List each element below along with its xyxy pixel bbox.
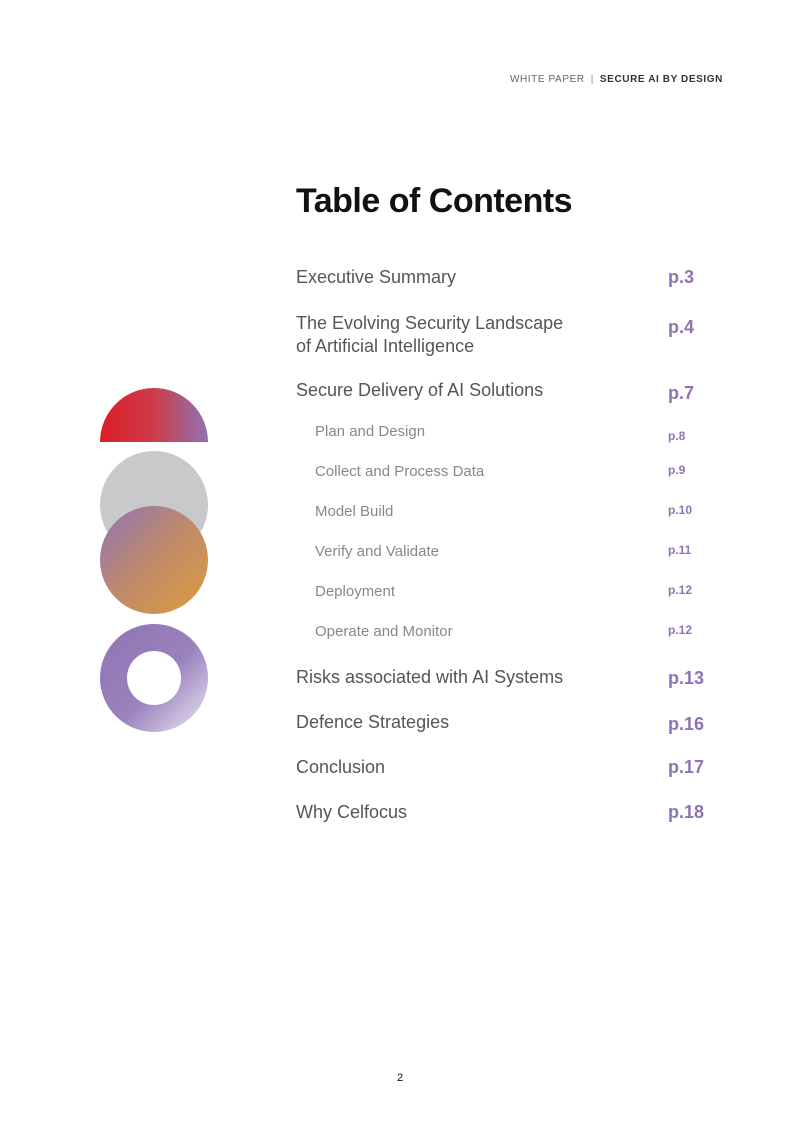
toc-item-label: Why Celfocus (296, 802, 408, 822)
toc-subitem-label: Plan and Design (315, 423, 426, 440)
toc-subitem-label: Verify and Validate (315, 543, 439, 560)
toc-item-page: p.17 (668, 757, 705, 777)
toc-subitem-page: p.10 (668, 503, 693, 517)
toc-item-page: p.13 (668, 668, 705, 688)
toc-item-label: Defence Strategies (296, 712, 450, 732)
toc-item-label: Secure Delivery of AI Solutions (296, 380, 544, 400)
page-title: Table of Contents (296, 182, 573, 220)
toc-subitem-label: Model Build (315, 503, 394, 520)
toc-subitem-page: p.9 (668, 463, 686, 477)
running-header: WHITE PAPER | SECURE AI BY DESIGN (510, 74, 723, 85)
purple-ring-shape (100, 624, 208, 732)
toc-subitem-page: p.12 (668, 623, 693, 637)
toc-subitem-page: p.8 (668, 429, 686, 443)
page-number: 2 (396, 1072, 404, 1084)
toc-item-page: p.18 (668, 802, 705, 822)
toc-item-page: p.3 (668, 267, 695, 287)
toc-item-label-line2: of Artificial Intelligence (296, 336, 475, 356)
header-separator: | (590, 74, 594, 85)
toc-item-label: Conclusion (296, 757, 386, 777)
toc-subitem-page: p.12 (668, 583, 693, 597)
header-doc-title: SECURE AI BY DESIGN (599, 74, 723, 85)
toc-item-page: p.4 (668, 317, 695, 337)
toc-item-page: p.7 (668, 383, 695, 403)
toc-item-label: Executive Summary (296, 267, 457, 287)
toc-item-page: p.16 (668, 714, 705, 734)
header-doc-type: WHITE PAPER (509, 74, 585, 85)
toc-subitem-page: p.11 (668, 543, 692, 557)
toc-subitem-label: Operate and Monitor (315, 623, 453, 640)
toc-item-label: The Evolving Security Landscape (296, 313, 564, 333)
toc-item-label: Risks associated with AI Systems (296, 667, 564, 687)
toc-subitem-label: Deployment (315, 583, 396, 600)
orange-circle-shape (100, 506, 208, 614)
toc-subitem-label: Collect and Process Data (315, 463, 485, 480)
red-half-circle-shape (100, 388, 208, 442)
